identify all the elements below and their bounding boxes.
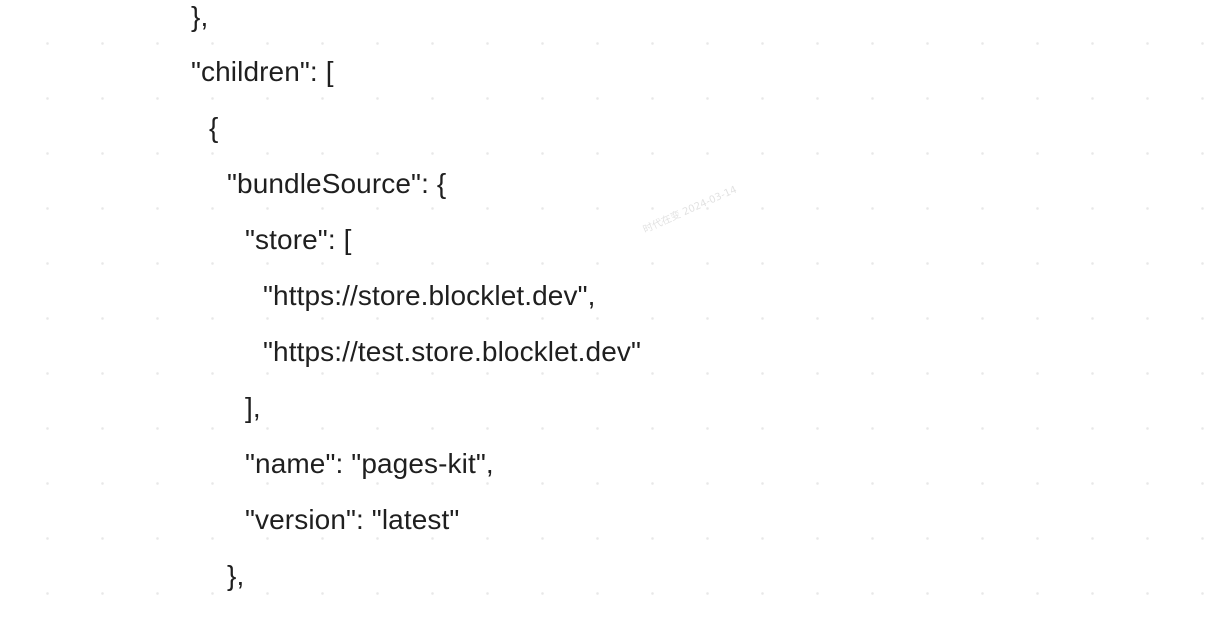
code-line-8: ], [245, 392, 261, 423]
code-line-9: "name": "pages-kit", [245, 448, 494, 479]
watermark: 时代在变 2024-03-14 [641, 184, 739, 236]
code-line-4: "bundleSource": { [227, 168, 447, 199]
code-line-5: "store": [ [245, 224, 352, 255]
code-line-1: }, [191, 1, 209, 32]
code-line-11: }, [227, 560, 245, 591]
code-line-6: "https://store.blocklet.dev", [263, 280, 596, 311]
code-line-7: "https://test.store.blocklet.dev" [263, 336, 642, 367]
code-line-10: "version": "latest" [245, 504, 460, 535]
code-line-3: { [209, 112, 219, 143]
code-line-2: "children": [ [191, 56, 334, 87]
